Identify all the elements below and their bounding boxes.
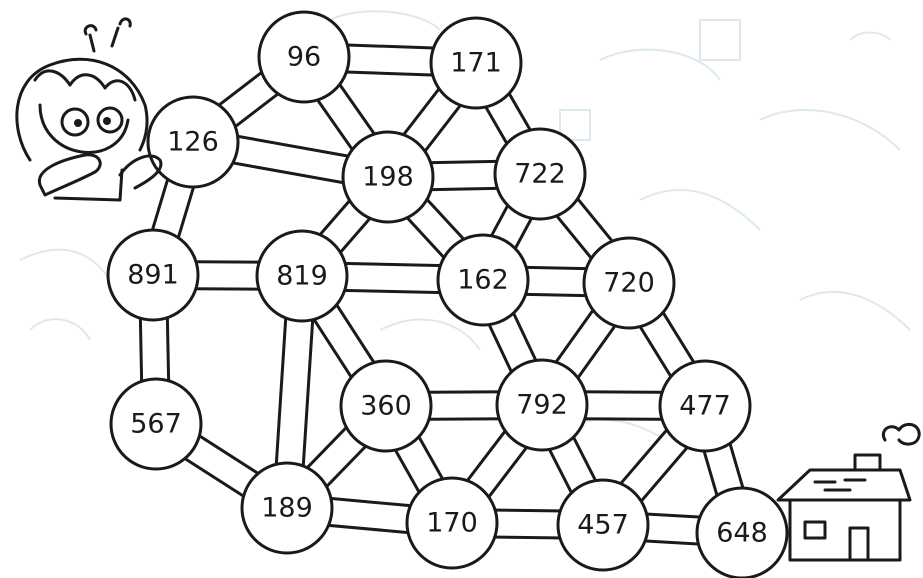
- node-number: 189: [261, 493, 313, 524]
- maze-node-891[interactable]: 891: [108, 230, 198, 320]
- node-number: 171: [450, 48, 502, 79]
- maze-node-198[interactable]: 198: [343, 132, 433, 222]
- maze-node-162[interactable]: 162: [438, 235, 528, 325]
- maze-node-96[interactable]: 96: [259, 12, 349, 102]
- node-number: 96: [287, 42, 321, 73]
- maze-node-819[interactable]: 819: [257, 231, 347, 321]
- node-number: 648: [716, 518, 768, 549]
- maze-node-567[interactable]: 567: [111, 379, 201, 469]
- node-number: 567: [130, 409, 182, 440]
- node-number: 722: [514, 159, 566, 190]
- maze-node-189[interactable]: 189: [242, 463, 332, 553]
- node-number: 360: [360, 391, 412, 422]
- maze-node-170[interactable]: 170: [407, 478, 497, 568]
- maze-node-360[interactable]: 360: [341, 361, 431, 451]
- node-number: 170: [426, 508, 478, 539]
- maze-node-792[interactable]: 792: [497, 360, 587, 450]
- house-illustration: [778, 424, 919, 560]
- node-number: 477: [679, 391, 731, 422]
- node-number: 457: [577, 510, 629, 541]
- maze-nodes: 96 171 126 198 722 891 819 162 720 567 360 792 477 18…: [108, 12, 787, 578]
- maze-node-722[interactable]: 722: [495, 129, 585, 219]
- maze-node-648[interactable]: 648: [697, 488, 787, 578]
- node-number: 891: [127, 260, 179, 291]
- node-number: 162: [457, 265, 509, 296]
- maze-node-126[interactable]: 126: [148, 97, 238, 187]
- node-number: 720: [603, 268, 655, 299]
- confused-child-illustration: [17, 19, 161, 200]
- node-number: 126: [167, 127, 219, 158]
- maze-node-457[interactable]: 457: [558, 480, 648, 570]
- maze-node-171[interactable]: 171: [431, 18, 521, 108]
- node-number: 819: [276, 261, 328, 292]
- node-number: 792: [516, 390, 568, 421]
- maze-node-720[interactable]: 720: [584, 238, 674, 328]
- node-number: 198: [362, 162, 414, 193]
- maze-node-477[interactable]: 477: [660, 361, 750, 451]
